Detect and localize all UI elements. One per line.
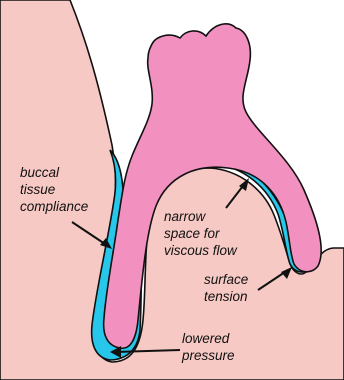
denture-retention-diagram: buccal tissue compliance narrow space fo… [0, 0, 344, 380]
